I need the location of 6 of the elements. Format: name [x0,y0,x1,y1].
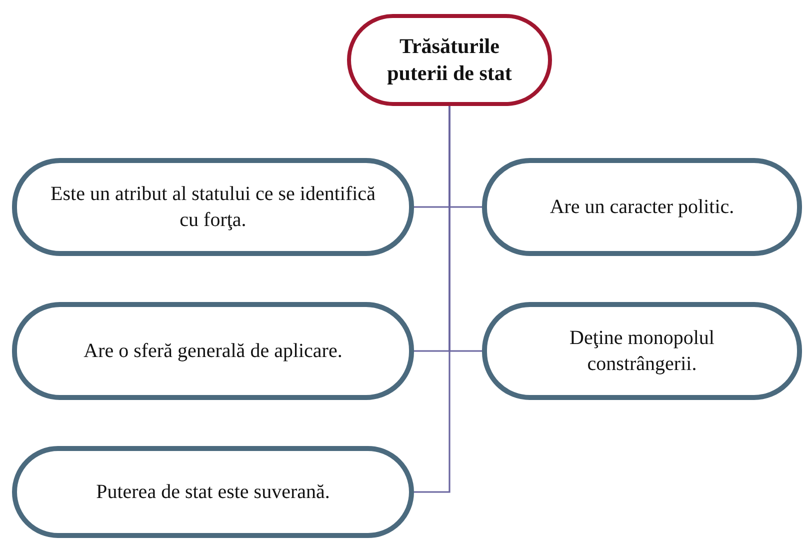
feature-text: Puterea de stat este suverană. [96,480,330,505]
heading-text: Trăsăturile puterii de stat [386,32,513,87]
feature-text: Are un caracter politic. [550,195,734,220]
feature-text: Este un atribut al statului ce se identifică cu forţa. [50,182,376,233]
feature-text: Deţine monopolul constrângerii. [568,326,716,377]
feature-text: Are o sferă generală de aplicare. [84,339,342,364]
